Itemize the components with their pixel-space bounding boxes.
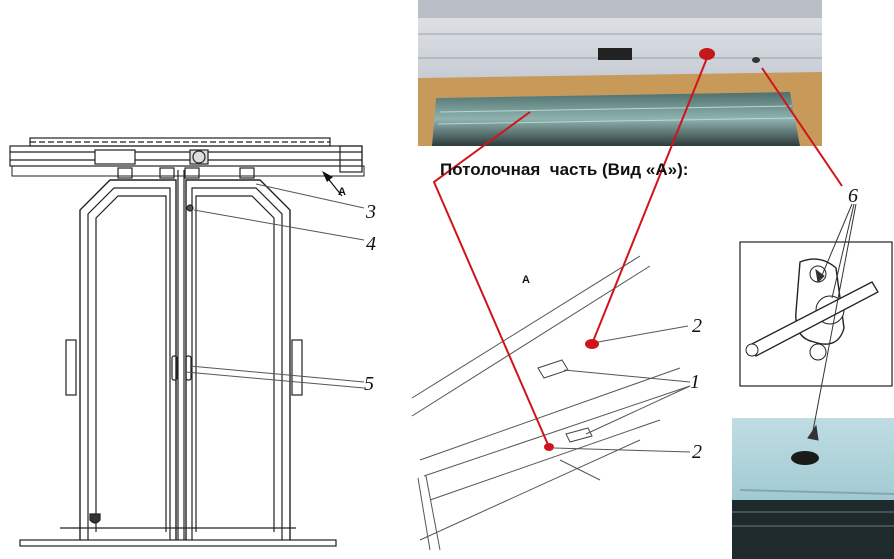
sketch-leaders [553,325,691,453]
view-a-marker-left: A [338,186,346,198]
red-leaders [432,57,843,448]
label-6: 6 [848,185,858,207]
door-drawing [9,137,365,547]
view-a-caption: Потолочная часть (Вид «A»): [440,160,689,179]
leaders-6 [807,203,857,441]
ceiling-photo [418,0,822,146]
view-a-marker-right: A [522,274,530,286]
label-3: 3 [366,201,376,223]
left-leaders [185,183,365,389]
label-1: 1 [690,371,700,393]
detail-pin-box [739,241,893,387]
label-2-upper: 2 [692,315,702,337]
sensor-slot [598,48,632,60]
label-4: 4 [366,233,376,255]
blue-photo [732,418,894,559]
top-track [9,145,363,167]
view-a-arrow [322,171,343,197]
ceiling-sketch [411,255,691,551]
label-2-lower: 2 [692,441,702,463]
label-5: 5 [364,373,374,395]
red-plug [699,48,715,60]
